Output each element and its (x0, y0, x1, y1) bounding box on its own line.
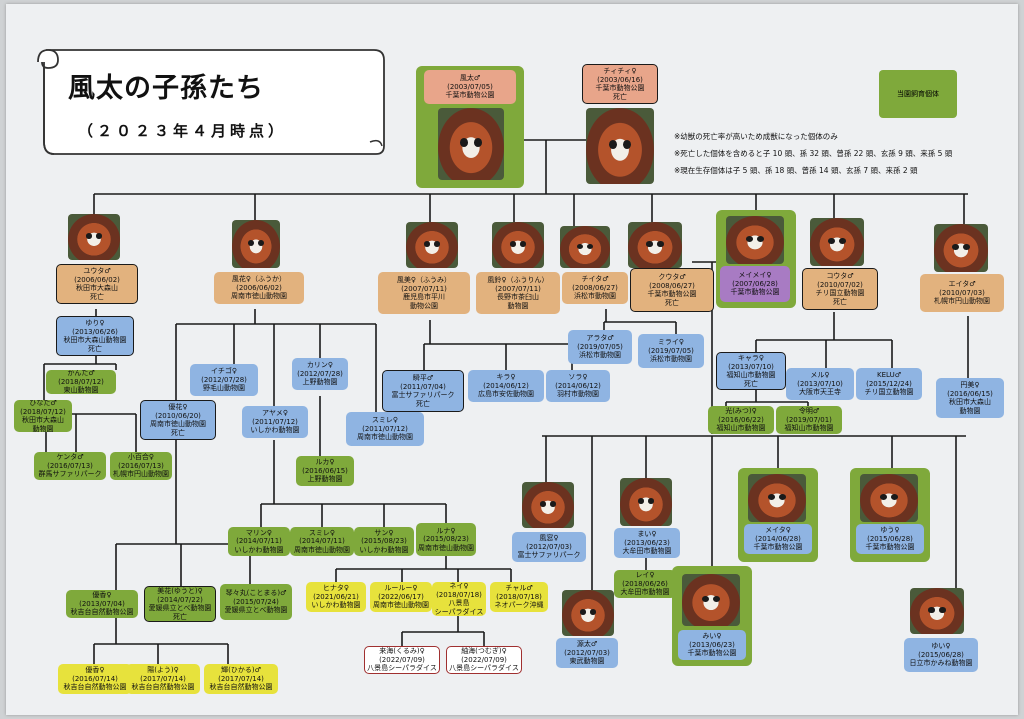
gc-ayame: アヤメ♀ (2011/07/12) いしかわ動物園 (242, 406, 308, 438)
note-3: ※現在生存個体は子 5 頭、孫 18 頭、曾孫 14 頭、玄孫 7 頭、来孫 2… (674, 166, 918, 175)
ggc-kotomaru: 琴々丸(ことまる)♂ (2015/07/24) 愛媛県立とべ動物園 (220, 584, 292, 620)
note-2: ※死亡した個体を含めると子 10 頭、孫 32 頭、曾孫 22 頭、玄孫 9 頭… (674, 149, 953, 158)
child-chita: チイタ♂ (2008/06/27) 浜松市動物園 (562, 272, 628, 304)
gc-fuuka2: 風窓♀ (2012/07/03) 富士サファリパーク (512, 532, 586, 562)
gc-hikari: 光(みつ)♀ (2016/06/22) 福知山市動物園 (708, 406, 774, 434)
root-father-photo (438, 108, 504, 180)
gc-ruka: ルカ♀ (2016/06/15) 上野動物園 (296, 456, 354, 486)
child-yuuta: ユウタ♂ (2006/06/02) 秋田市大森山 死亡 (56, 264, 138, 304)
gc-yui: ゆい♀ (2015/06/28) 日立市かみね動物園 (904, 638, 978, 672)
meimei-photo (726, 216, 784, 264)
gc-meru: メル♀ (2013/07/10) 大阪市天王寺 (786, 368, 854, 400)
ggc-you: 陽(よう)♀ (2017/07/14) 秋吉台自然動物公園 (126, 664, 200, 694)
gc-madoka: 円美♀ (2016/06/15) 秋田市大森山 動物園 (936, 378, 1004, 418)
gc-rei: レイ♀ (2018/06/26) 大牟田市動物園 (614, 570, 676, 598)
gc-genta: 源太♂ (2012/07/03) 東武動物園 (556, 638, 618, 668)
gc-meita: メイタ♀ (2014/06/28) 千葉市動物公園 (744, 524, 812, 554)
ggc-sun: サン♀ (2015/08/23) いしかわ動物園 (354, 527, 414, 556)
child-fuurin: 風鈴♀（ふうりん） (2007/07/11) 長野市茶臼山 動物園 (476, 272, 560, 314)
child-eita: エイタ♂ (2010/07/03) 札幌市円山動物園 (920, 274, 1004, 312)
ggc-hikaru: 輝(ひかる)♂ (2017/07/14) 秋吉台自然動物公園 (204, 664, 278, 694)
ggc-hinata2: ヒナタ♀ (2021/06/21) いしかわ動物園 (306, 582, 366, 612)
ggc-ruru: ルールー♀ (2022/06/17) 周南市徳山動物園 (370, 582, 432, 612)
root-mother-photo (586, 108, 654, 184)
gc-kira: キラ♀ (2014/06/12) 広島市安佐動物園 (468, 370, 544, 402)
family-tree-poster: 風太の子孫たち （２０２３年４月時点） 当園飼育個体 ※幼獣の死亡率が高いため成… (6, 4, 1018, 715)
ggc-chaaru: チャル♂ (2018/07/18) ネオパーク沖縄 (490, 582, 548, 612)
gc-hinata: ひなた♂ (2018/07/12) 秋田市大森山 動物園 (14, 400, 72, 432)
gc-yuu: ゆう♀ (2015/06/28) 千葉市動物公園 (856, 524, 924, 554)
fuurin-photo (492, 222, 544, 268)
ggc-marin: マリン♀ (2014/07/11) いしかわ動物園 (228, 527, 290, 556)
gc-mii: みい♀ (2013/06/23) 千葉市動物公園 (678, 630, 746, 660)
ggc-tsumugi: 紬海(つむぎ)♀ (2022/07/09) 八景島シーパラダイス (446, 646, 522, 674)
ggc-runa: ルナ♀ (2015/08/23) 周南市徳山動物園 (416, 523, 476, 556)
gc-ichigo: イチゴ♀ (2012/07/28) 野毛山動物園 (190, 364, 258, 396)
gc-shunpei: 瞬平♂ (2011/07/04) 富士サファリパーク 死亡 (382, 370, 464, 412)
legend-own-zoo: 当園飼育個体 (879, 70, 957, 118)
title-scroll (37, 49, 385, 155)
gc-kanta: かんた♂ (2018/07/12) 東山動物園 (46, 370, 116, 394)
ggc-nei: ネイ♀ (2018/07/18) 八景島 シーパラダイス (432, 582, 486, 616)
gc-koyuri: 小百合♀ (2016/07/13) 札幌市円山動物園 (110, 452, 172, 480)
gc-kelu: KELU♂ (2015/12/24) チリ国立動物園 (856, 368, 922, 400)
note-1: ※幼獣の死亡率が高いため成獣になった個体のみ (674, 132, 838, 141)
gc-kenta: ケンタ♂ (2016/07/13) 群馬サファリパーク (34, 452, 106, 480)
yuu-photo (860, 474, 918, 522)
ggc-mika: 美花(ゆうと)♀ (2014/07/22) 愛媛県立とべ動物園 死亡 (144, 586, 216, 622)
ggc-yuuka2: 優香♀ (2016/07/14) 秋吉台自然動物公園 (58, 664, 132, 694)
fuumi-photo (406, 222, 458, 268)
gc-reimei: 令明♂ (2019/07/01) 福知山市動物園 (776, 406, 842, 434)
child-fuuka: 風花♀（ふうか） (2006/06/02) 周南市徳山動物園 (214, 272, 304, 304)
tree-lines (43, 139, 969, 664)
yui-photo (910, 588, 964, 634)
page-subtitle: （２０２３年４月時点） (78, 122, 288, 140)
chita-photo (560, 226, 610, 268)
fuuka-photo (232, 220, 280, 268)
eita-photo (934, 224, 988, 272)
gc-yuka: 優花♀ (2010/06/20) 周南市徳山動物園 死亡 (140, 400, 216, 440)
gc-kyara: キャラ♀ (2013/07/10) 福知山市動物園 死亡 (716, 352, 786, 390)
root-father-label: 風太♂ (2003/07/05) 千葉市動物公園 (424, 70, 516, 104)
mii-photo (682, 574, 740, 626)
gc-mai: まい♀ (2013/06/23) 大牟田市動物園 (614, 528, 680, 558)
gc-arata: アラタ♂ (2019/07/05) 浜松市動物園 (568, 330, 632, 364)
child-fuumi: 風美♀（ふうみ） (2007/07/11) 鹿児島市平川 動物公園 (378, 272, 470, 314)
ggc-kurumi: 来海(くるみ)♀ (2022/07/09) 八景島シーパラダイス (364, 646, 440, 674)
kouta-photo (810, 218, 864, 266)
gc-sumire: スミレ♀ (2011/07/12) 周南市徳山動物園 (346, 412, 424, 446)
gc-mirai: ミライ♀ (2019/07/05) 浜松市動物園 (638, 334, 704, 368)
page-title: 風太の子孫たち (68, 73, 264, 104)
child-kuuta: クウタ♂ (2008/06/27) 千葉市動物公園 死亡 (630, 268, 714, 312)
child-meimei: メイメイ♀ (2007/06/28) 千葉市動物公園 (720, 266, 790, 302)
meita-photo (748, 474, 806, 522)
fuuka2-photo (522, 482, 574, 528)
ggc-sumire2: スミレ♀ (2014/07/11) 周南市徳山動物園 (290, 527, 354, 556)
mai-photo (620, 478, 672, 526)
gc-karin: カリン♀ (2012/07/28) 上野動物園 (292, 358, 348, 390)
child-kouta: コウタ♂ (2010/07/02) チリ国立動物園 死亡 (802, 268, 878, 310)
ggc-yuuka: 優香♀ (2013/07/04) 秋吉台自然動物公園 (66, 590, 138, 618)
gc-sora: ソラ♀ (2014/06/12) 羽村市動物園 (546, 370, 610, 402)
genta-photo (562, 590, 614, 636)
yuuta-photo (68, 214, 120, 260)
root-mother-label: チィチィ♀ (2003/06/16) 千葉市動物公園 死亡 (582, 64, 658, 104)
kuuta-photo (628, 222, 682, 268)
gc-yuri: ゆり♀ (2013/06/26) 秋田市大森山動物園 死亡 (56, 316, 134, 356)
